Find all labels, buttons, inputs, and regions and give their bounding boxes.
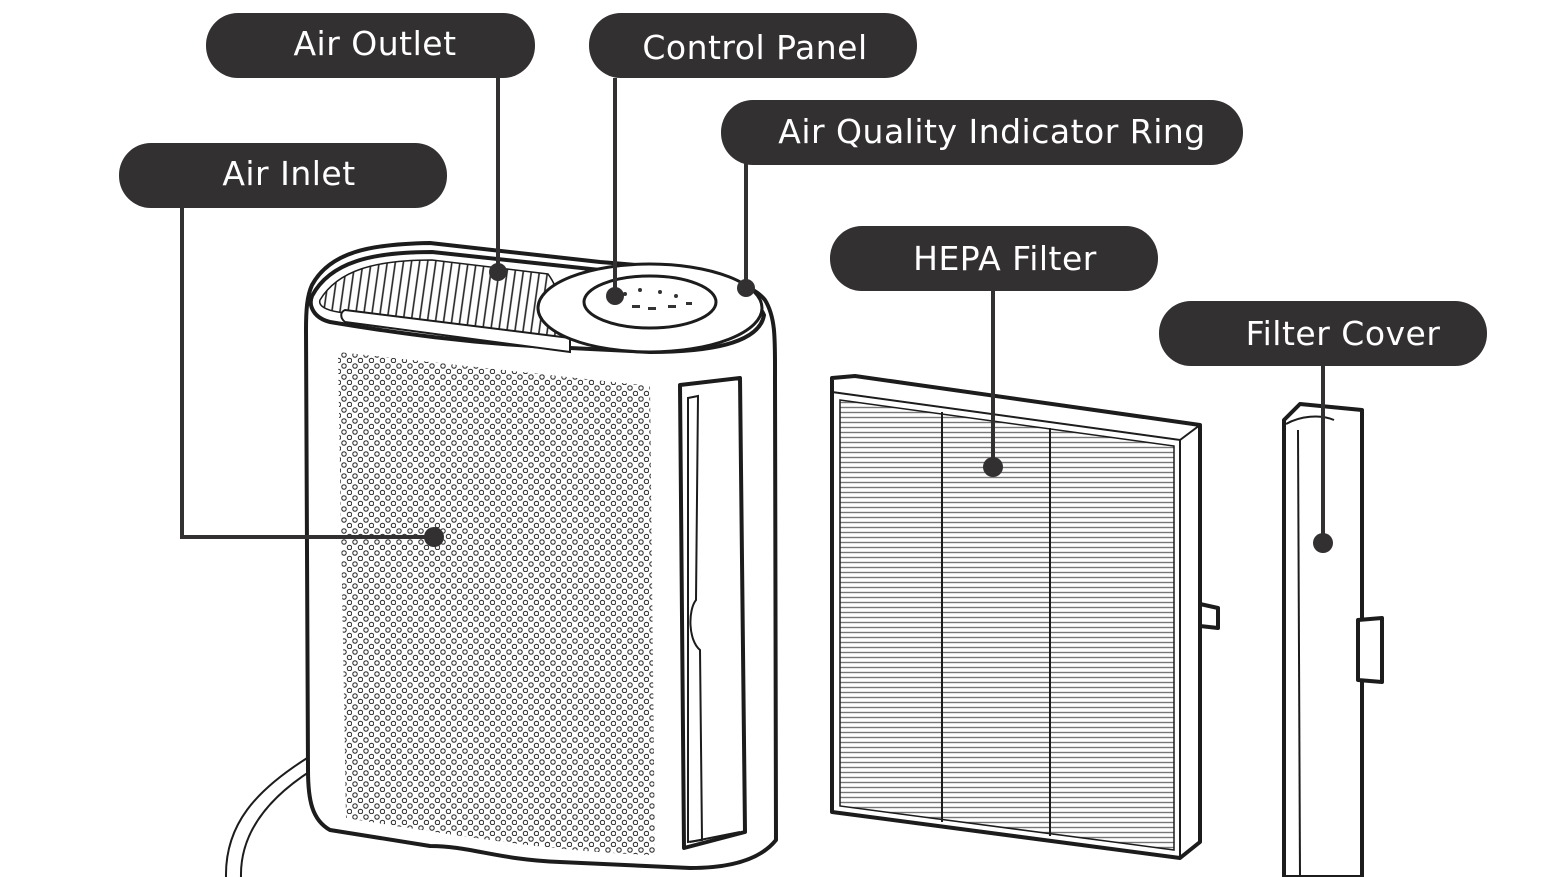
air-outlet-label-text: Air Outlet (293, 24, 456, 63)
air-outlet-pointer-dot (489, 263, 507, 281)
hepa-filter-label-text: HEPA Filter (913, 239, 1097, 278)
label-air-quality-ring: Air Quality Indicator Ring (721, 100, 1243, 165)
air-inlet-label-text: Air Inlet (222, 154, 355, 193)
control-panel-pointer-dot (606, 287, 624, 305)
leader-lines (180, 75, 1333, 553)
hepa-filter-illustration (830, 374, 1220, 860)
label-air-outlet: Air Outlet (206, 13, 535, 78)
label-filter-cover: Filter Cover (1159, 301, 1487, 366)
air-purifier-unit (304, 241, 778, 870)
label-air-inlet: Air Inlet (119, 143, 447, 208)
filter-cover-illustration (1282, 402, 1384, 877)
label-hepa-filter: HEPA Filter (830, 226, 1158, 291)
hepa-filter-pointer-dot (983, 457, 1003, 477)
air-quality-ring-pointer-dot (737, 279, 755, 297)
label-control-panel: Control Panel (589, 13, 917, 78)
power-cord (224, 754, 313, 877)
air-quality-ring-label-text: Air Quality Indicator Ring (778, 112, 1205, 151)
air-inlet-pointer-dot (424, 527, 444, 547)
filter-cover-label-text: Filter Cover (1246, 314, 1441, 353)
control-panel-label-text: Control Panel (642, 28, 867, 67)
filter-cover-pointer-dot (1313, 533, 1333, 553)
